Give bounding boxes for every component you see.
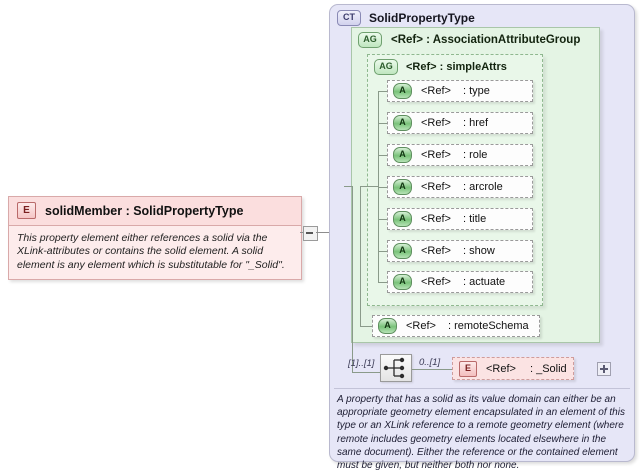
tree-branch-type	[378, 91, 387, 92]
attribute-name: : actuate	[462, 276, 506, 288]
attribute-name: : type	[462, 85, 490, 97]
complex-type-title: SolidPropertyType	[369, 11, 475, 25]
tree-branch-to-association	[344, 186, 352, 187]
attribute-label: <Ref> : type	[421, 85, 490, 97]
tree-branch-actuate	[378, 282, 387, 283]
attribute-name: : href	[462, 117, 489, 129]
attribute-group-badge-icon: AG	[374, 59, 398, 75]
attribute-row-href[interactable]: A <Ref> : href	[387, 112, 533, 134]
attribute-name: : remoteSchema	[447, 320, 529, 332]
attribute-badge-icon: A	[393, 83, 412, 99]
tree-branch-to-sequence	[352, 372, 366, 373]
attribute-label: <Ref> : remoteSchema	[406, 320, 529, 332]
attribute-label: <Ref> : actuate	[421, 276, 505, 288]
attribute-badge-icon: A	[393, 243, 412, 259]
element-card-header: E solidMember : SolidPropertyType	[9, 197, 301, 226]
attribute-ref: <Ref>	[421, 149, 451, 161]
element-documentation: This property element either references …	[9, 226, 301, 280]
attribute-row-title[interactable]: A <Ref> : title	[387, 208, 533, 230]
attribute-row-type[interactable]: A <Ref> : type	[387, 80, 533, 102]
attribute-ref: <Ref>	[421, 117, 451, 129]
connector-to-compositor	[366, 372, 380, 373]
sequence-glyph	[383, 357, 405, 379]
attribute-badge-icon: A	[393, 211, 412, 227]
element-title: solidMember : SolidPropertyType	[45, 203, 244, 218]
element-ref-name: : _Solid	[529, 362, 567, 375]
tree-branch-href	[378, 123, 387, 124]
complex-type-header: CT SolidPropertyType	[337, 10, 475, 26]
child-occurrence-label: 0..[1]	[419, 357, 441, 368]
attribute-badge-icon: A	[378, 318, 397, 334]
connector-compositor-to-child	[412, 369, 452, 370]
attribute-ref: <Ref>	[421, 181, 451, 193]
attribute-name: : arcrole	[462, 181, 503, 193]
attribute-group-simpleattrs-header: AG <Ref> : simpleAttrs	[374, 59, 507, 75]
element-card-solidmember[interactable]: E solidMember : SolidPropertyType This p…	[8, 196, 302, 281]
collapse-toggle-icon[interactable]	[303, 226, 318, 241]
element-ref: <Ref>	[486, 362, 516, 375]
complex-type-documentation: A property that has a solid as its value…	[337, 394, 625, 471]
attribute-row-show[interactable]: A <Ref> : show	[387, 240, 533, 262]
attribute-ref: <Ref>	[421, 85, 451, 97]
tree-branch-remoteschema	[360, 326, 372, 327]
tree-branch-arcrole	[378, 187, 387, 188]
attribute-ref: <Ref>	[421, 245, 451, 257]
attribute-group-simpleattrs-label: <Ref> : simpleAttrs	[406, 61, 507, 73]
attribute-ref: <Ref>	[421, 276, 451, 288]
attribute-group-badge-icon: AG	[358, 32, 382, 48]
tree-branch-title	[378, 219, 387, 220]
attribute-label: <Ref> : title	[421, 213, 486, 225]
attribute-row-role[interactable]: A <Ref> : role	[387, 144, 533, 166]
tree-spine-complextype	[352, 186, 353, 372]
tree-branch-role	[378, 155, 387, 156]
element-badge-icon: E	[17, 202, 36, 219]
element-ref-solid[interactable]: E <Ref> : _Solid	[452, 357, 574, 380]
element-badge-icon: E	[459, 360, 477, 377]
expand-plus-icon[interactable]	[597, 362, 611, 376]
tree-branch-show	[378, 251, 387, 252]
attribute-row-actuate[interactable]: A <Ref> : actuate	[387, 271, 533, 293]
attribute-badge-icon: A	[393, 274, 412, 290]
attribute-name: : show	[462, 245, 495, 257]
tree-spine-simpleattrs	[378, 91, 379, 282]
complex-type-badge-icon: CT	[337, 10, 361, 26]
element-ref-label: <Ref> : _Solid	[486, 363, 567, 375]
attribute-badge-icon: A	[393, 115, 412, 131]
attribute-ref: <Ref>	[421, 213, 451, 225]
tree-branch-simpleattrs	[360, 186, 378, 187]
tree-spine-association	[360, 186, 361, 326]
documentation-divider	[334, 388, 630, 389]
attribute-label: <Ref> : role	[421, 149, 487, 161]
compositor-occurrence-label: [1]..[1]	[348, 358, 375, 369]
attribute-label: <Ref> : show	[421, 245, 495, 257]
attribute-badge-icon: A	[393, 147, 412, 163]
sequence-icon[interactable]	[380, 354, 412, 382]
connector-segment-left	[300, 232, 304, 233]
attribute-ref: <Ref>	[406, 320, 436, 332]
attribute-label: <Ref> : arcrole	[421, 181, 503, 193]
attribute-name: : role	[462, 149, 488, 161]
attribute-badge-icon: A	[393, 179, 412, 195]
attribute-row-arcrole[interactable]: A <Ref> : arcrole	[387, 176, 533, 198]
attribute-label: <Ref> : href	[421, 117, 488, 129]
attribute-name: : title	[462, 213, 487, 225]
attribute-group-association-label: <Ref> : AssociationAttributeGroup	[391, 34, 581, 46]
attribute-group-association-header: AG <Ref> : AssociationAttributeGroup	[358, 32, 580, 48]
attribute-row-remoteschema[interactable]: A <Ref> : remoteSchema	[372, 315, 540, 337]
